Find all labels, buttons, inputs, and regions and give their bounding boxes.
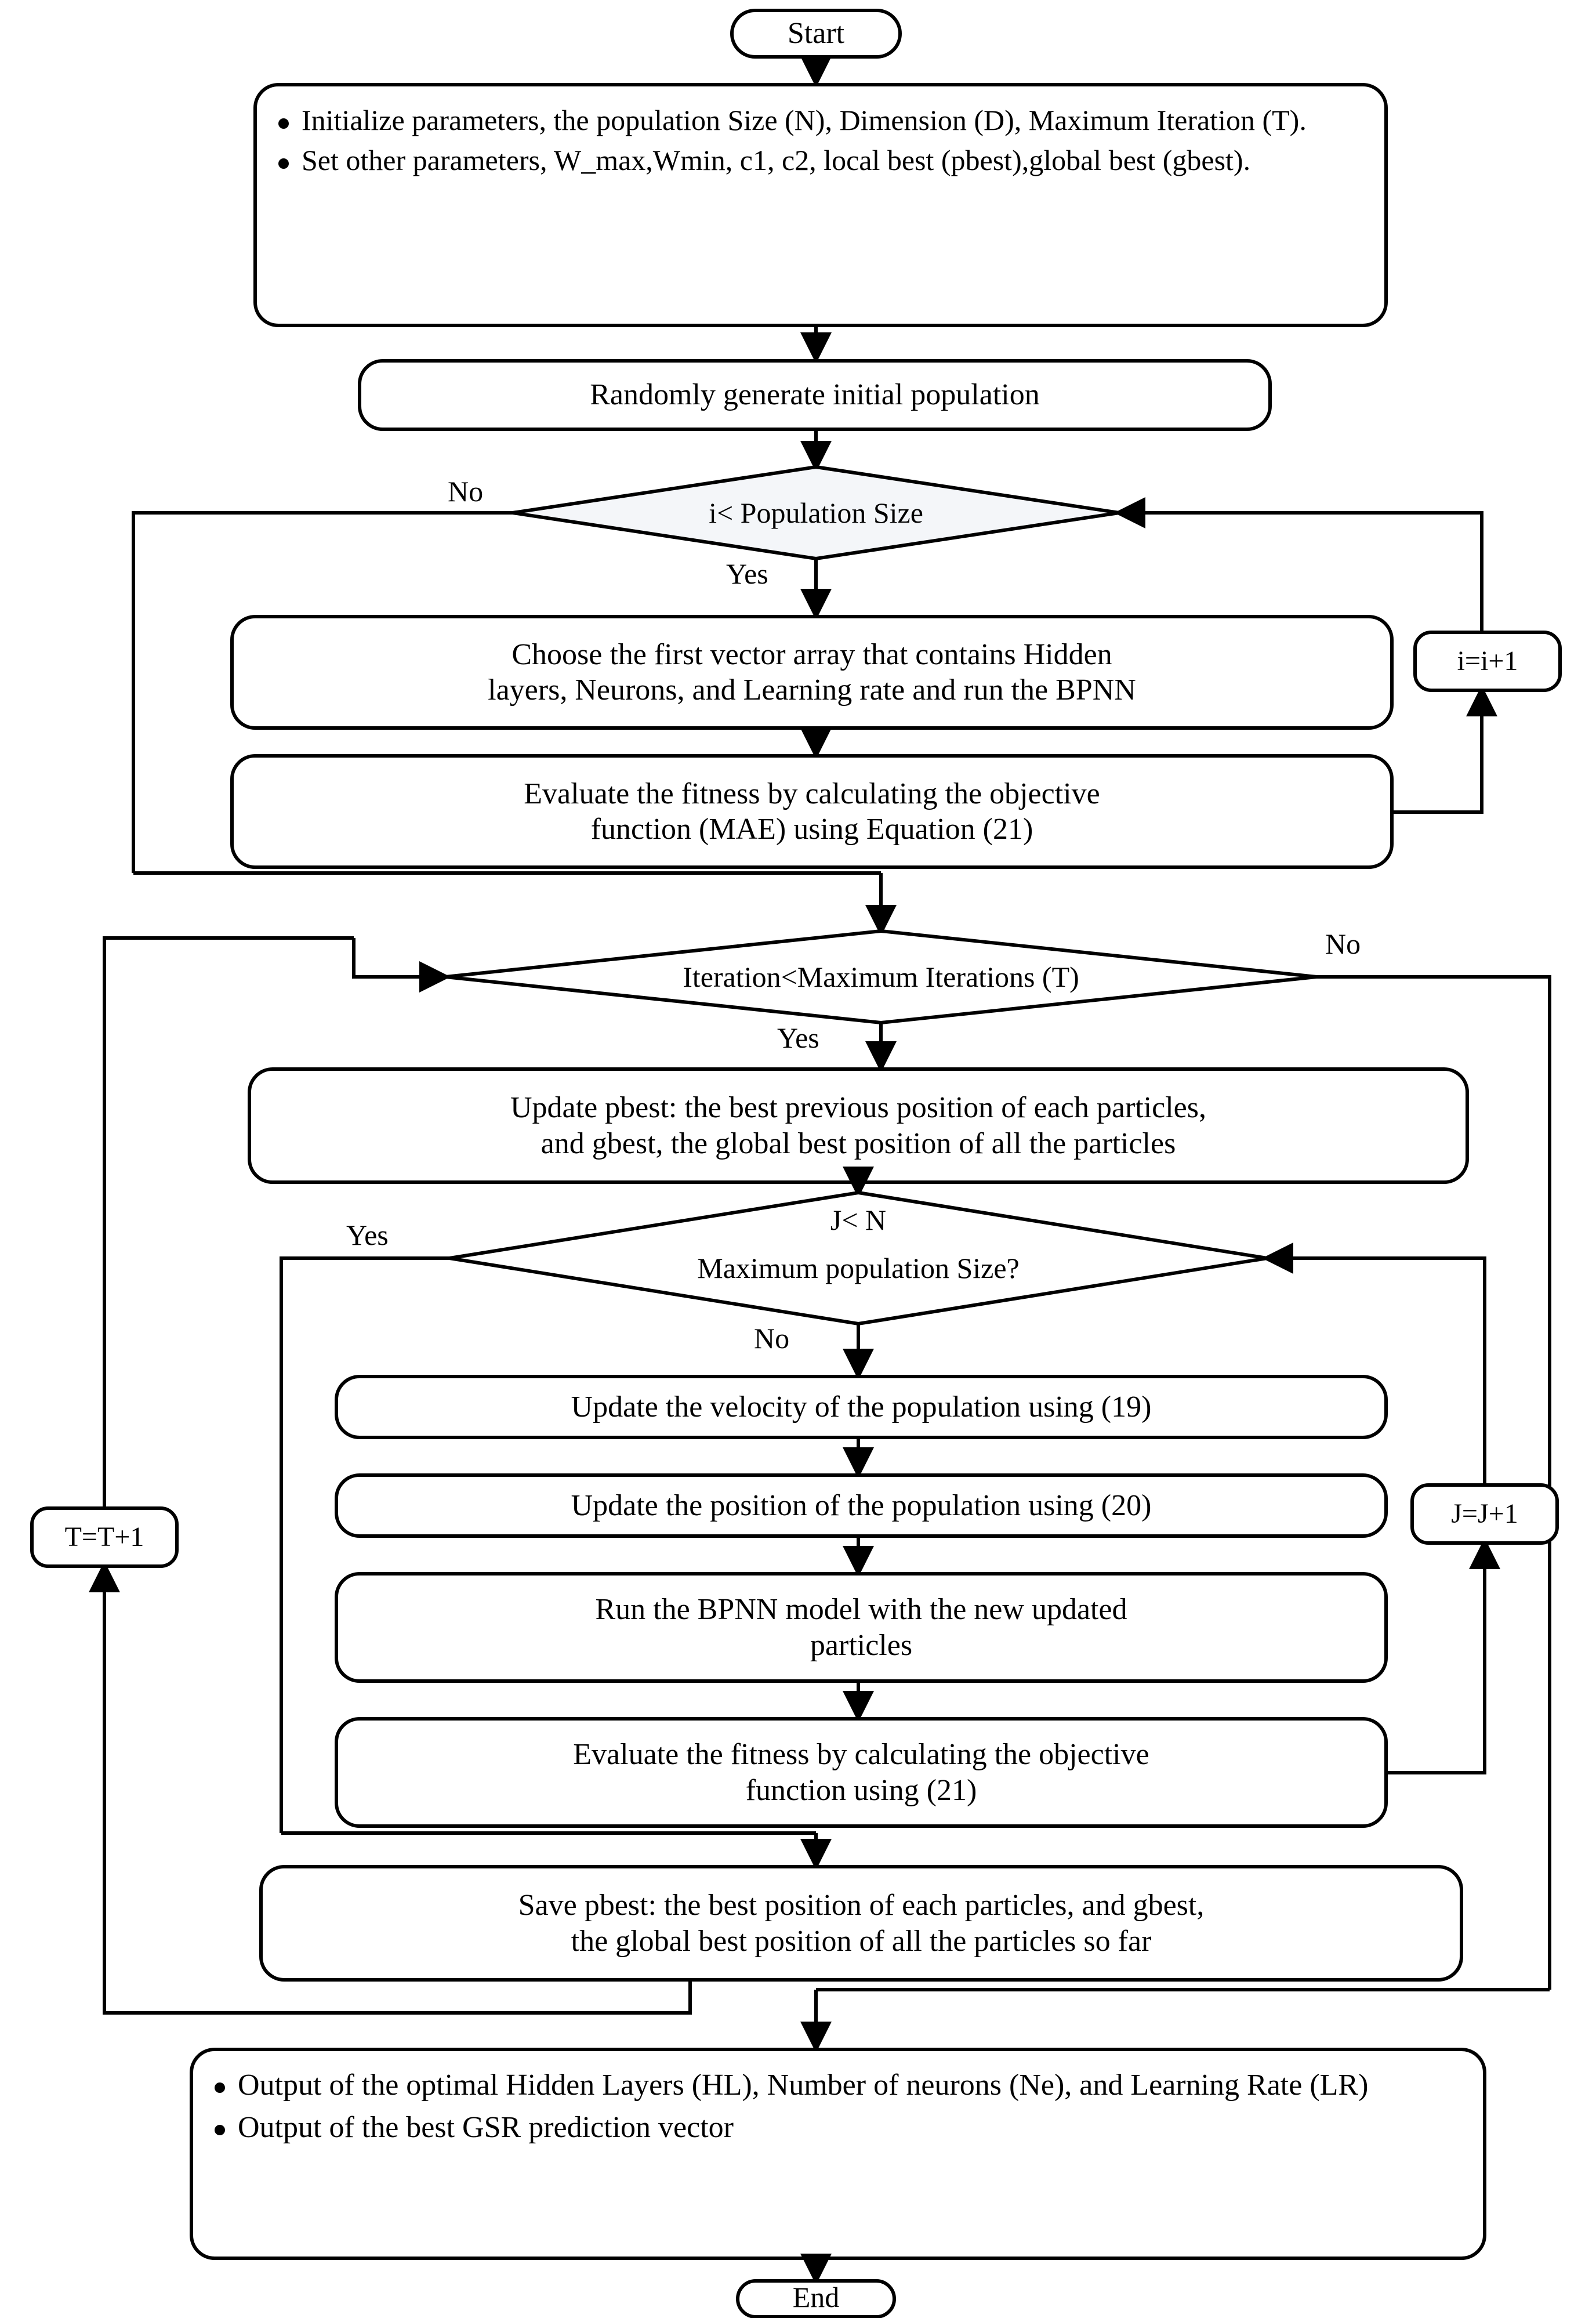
edge-jincrement-to-decision3	[1267, 1256, 1486, 1485]
shape-evaluate-fitness-2	[335, 1717, 1388, 1828]
edge-tincrement-to-decision2-b	[352, 938, 411, 979]
shape-save-pbest	[259, 1865, 1463, 1982]
shape-update-pbest	[248, 1067, 1469, 1184]
shape-update-position	[335, 1473, 1388, 1538]
edge-tincrement-to-decision2	[103, 936, 354, 1508]
edge-iincrement-to-decision1	[1131, 511, 1483, 632]
shape-decision-pop-size	[512, 465, 1120, 561]
shape-end	[736, 2279, 896, 2318]
shape-start	[730, 9, 902, 59]
shape-run-bpnn	[335, 1572, 1388, 1683]
shape-init	[253, 83, 1388, 327]
shape-decision-jn	[449, 1190, 1268, 1326]
edge-decision1-no	[132, 511, 513, 873]
shape-evaluate-fitness-1	[230, 754, 1394, 869]
edge-decision3-yes	[280, 1256, 449, 1833]
shape-update-velocity	[335, 1375, 1388, 1439]
shape-decision-iteration	[445, 929, 1317, 1025]
shape-t-increment	[30, 1506, 179, 1568]
edge-eval1-to-iincrement	[1392, 725, 1483, 814]
shape-i-increment	[1413, 631, 1562, 692]
edge-eval2-to-jincrement	[1386, 1578, 1486, 1774]
shape-output	[190, 2048, 1486, 2260]
edge-savepbest-to-tincrement	[103, 1601, 692, 2015]
edge-decision2-no	[1316, 975, 1551, 1990]
shape-choose-vector	[230, 615, 1394, 730]
shape-j-increment	[1410, 1483, 1559, 1545]
shape-random-population	[358, 359, 1272, 431]
